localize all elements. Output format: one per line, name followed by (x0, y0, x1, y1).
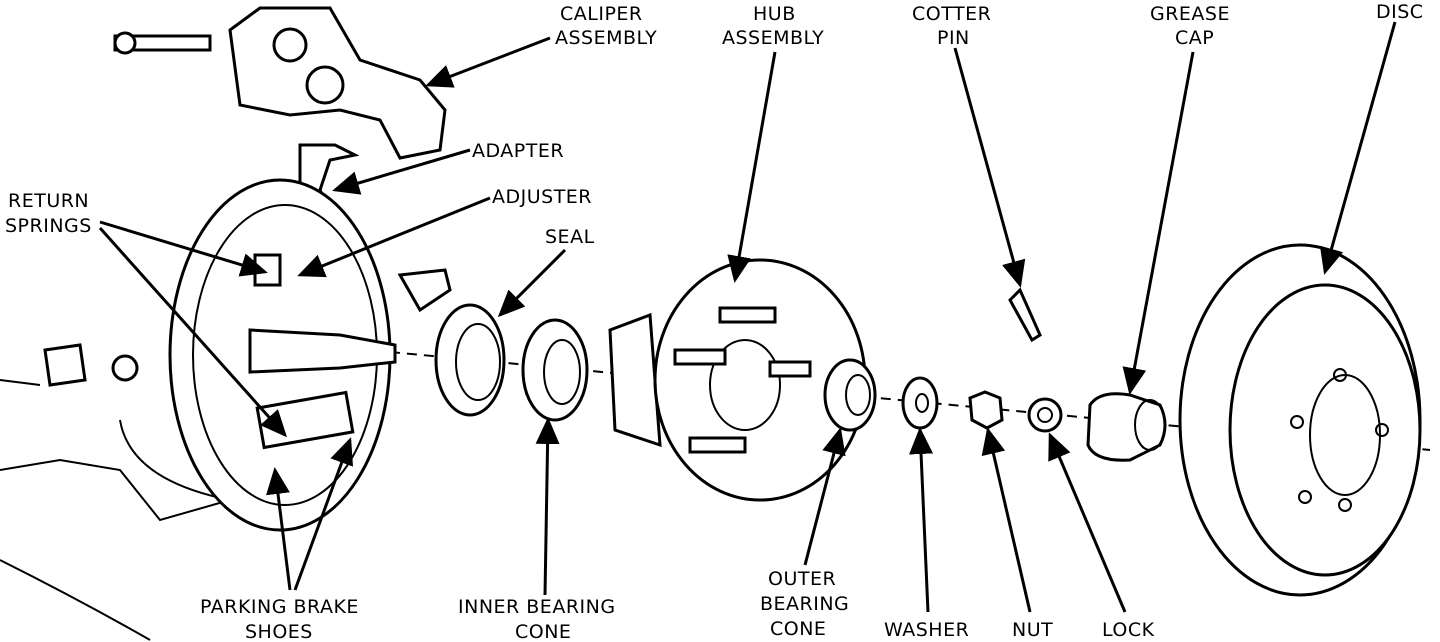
disc (1178, 243, 1422, 597)
label-adjuster: ADJUSTER (492, 186, 592, 208)
steering-knuckle (0, 343, 231, 641)
grease-cap (1086, 392, 1167, 462)
outer-bearing-cone (823, 358, 877, 432)
leader-lines (98, 21, 1397, 613)
label-adapter: ADAPTER (472, 140, 564, 162)
washer (901, 376, 939, 430)
label-disc: DISC (1376, 1, 1424, 23)
seal (434, 303, 506, 417)
label-seal: SEAL (545, 226, 595, 248)
inner-bearing-cone (521, 318, 589, 422)
label-nut: NUT (1012, 619, 1053, 641)
cotter-pin (1008, 287, 1042, 343)
label-washer: WASHER (884, 619, 969, 641)
caliper-assembly (113, 6, 447, 160)
lock (1027, 397, 1063, 433)
label-lock: LOCK (1102, 619, 1155, 641)
nut (968, 390, 1004, 430)
hub-assembly (608, 258, 867, 502)
